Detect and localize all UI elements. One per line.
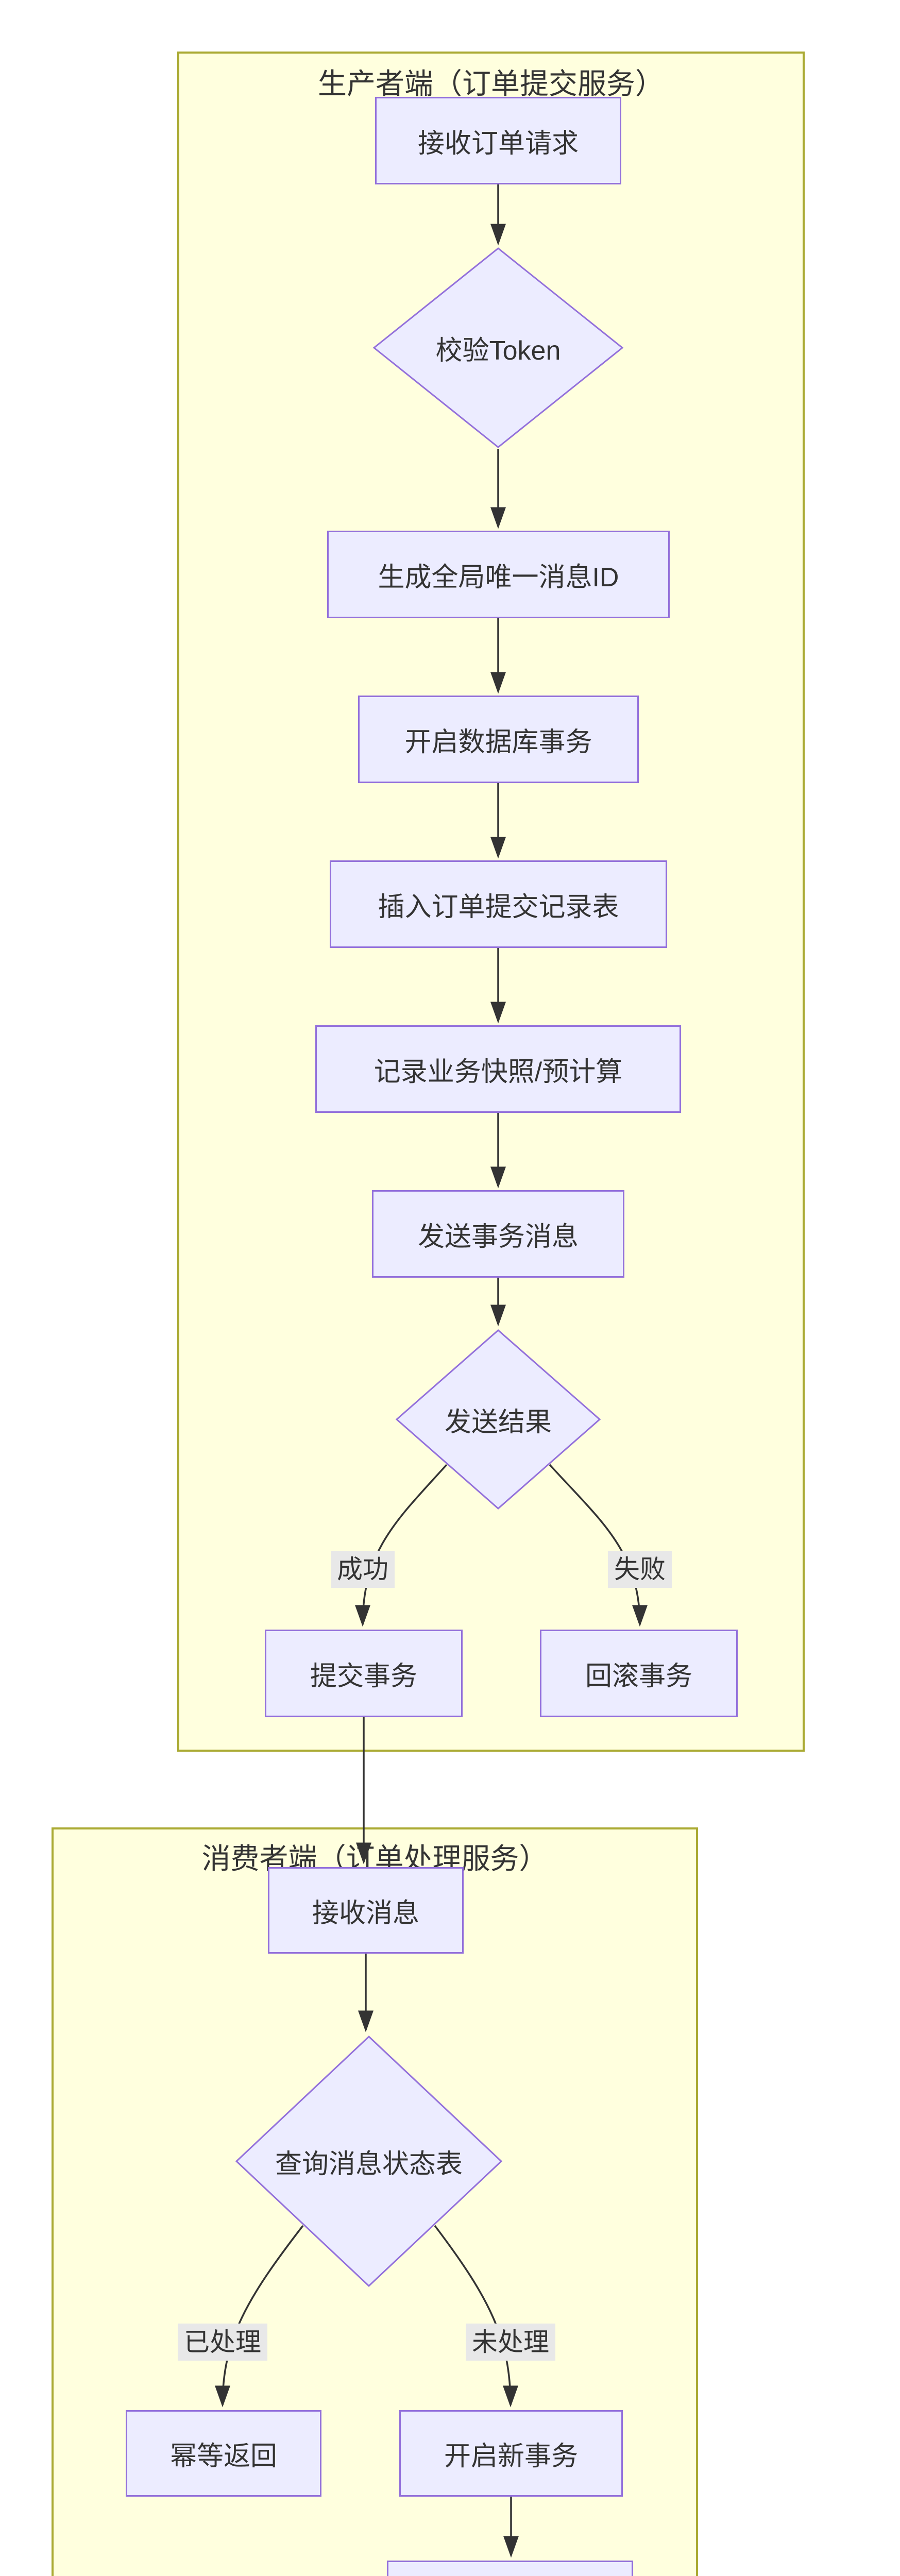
edge-unprocessed <box>434 2225 518 2408</box>
node-label: 接收订单请求 <box>417 128 579 159</box>
node-label: 幂等返回 <box>169 2441 277 2471</box>
edge-failure <box>549 1464 648 1627</box>
edge-label-unprocessed: 未处理 <box>466 2324 555 2361</box>
node-begin-db-transaction: 开启数据库事务 <box>358 696 639 783</box>
node-label: 生成全局唯一消息ID <box>378 562 619 592</box>
diamond-shape <box>235 2035 503 2287</box>
node-receive-order-request: 接收订单请求 <box>375 97 621 184</box>
decision-query-message-status: 查询消息状态表 <box>235 2035 503 2287</box>
node-label: 发送结果 <box>444 1407 552 1437</box>
decision-send-result: 发送结果 <box>395 1329 601 1510</box>
node-label: 插入订单提交记录表 <box>378 892 619 922</box>
node-rollback-transaction: 回滚事务 <box>540 1630 738 1717</box>
node-insert-order-record: 插入订单提交记录表 <box>330 860 667 948</box>
node-label: 校验Token <box>435 335 561 366</box>
node-label: 开启新事务 <box>444 2441 578 2471</box>
node-label: 开启数据库事务 <box>404 727 592 757</box>
node-receive-message: 接收消息 <box>268 1867 464 1954</box>
node-label: 回滚事务 <box>585 1661 692 1691</box>
diamond-shape <box>372 247 624 448</box>
node-record-snapshot: 记录业务快照/预计算 <box>315 1025 681 1113</box>
node-label: 发送事务消息 <box>417 1222 579 1252</box>
node-generate-message-id: 生成全局唯一消息ID <box>327 531 670 618</box>
node-send-tx-message: 发送事务消息 <box>372 1190 624 1278</box>
node-begin-new-transaction: 开启新事务 <box>399 2410 623 2497</box>
node-label: 记录业务快照/预计算 <box>373 1057 623 1087</box>
node-idempotent-return: 幂等返回 <box>126 2410 321 2497</box>
node-commit-transaction-producer: 提交事务 <box>265 1630 463 1717</box>
edge-label-success: 成功 <box>331 1551 395 1588</box>
node-label: 接收消息 <box>312 1898 419 1928</box>
edge-label-processed: 已处理 <box>178 2324 267 2361</box>
edge-success <box>355 1464 448 1627</box>
node-process-order-business: 处理订单业务 <box>387 2561 633 2576</box>
node-label: 提交事务 <box>310 1661 417 1691</box>
edge-processed <box>215 2225 304 2408</box>
decision-verify-token: 校验Token <box>372 247 624 448</box>
edge-label-failure: 失败 <box>608 1551 672 1588</box>
subgraph-producer-title: 生产者端（订单提交服务） <box>318 67 664 100</box>
node-label: 查询消息状态表 <box>275 2149 463 2179</box>
diamond-shape <box>395 1329 601 1510</box>
